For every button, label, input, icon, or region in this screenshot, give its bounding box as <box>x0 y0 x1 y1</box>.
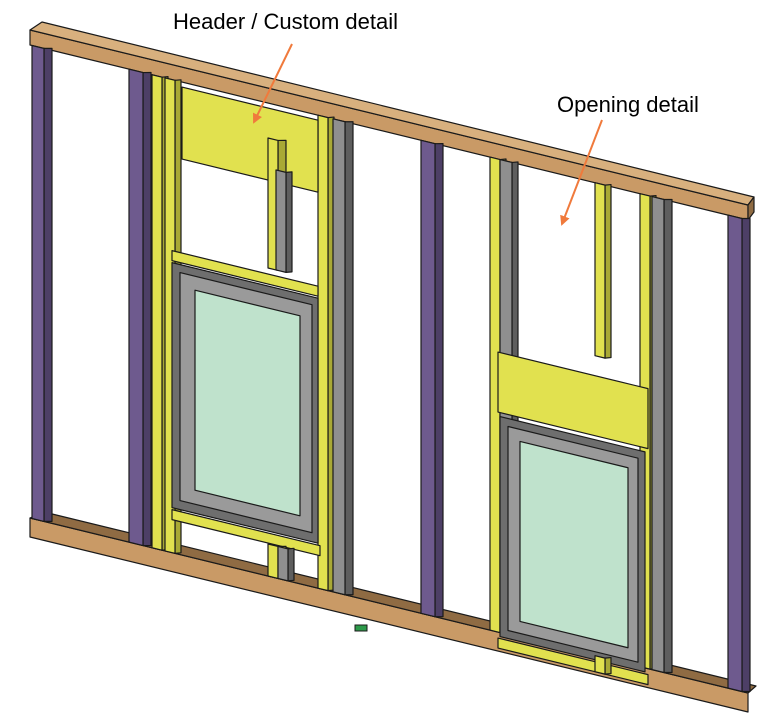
end-stud-right <box>727 214 743 693</box>
origin-marker <box>354 624 368 632</box>
left-window-sill <box>171 509 321 557</box>
end-stud-right-side <box>741 217 751 693</box>
top-plate-end <box>747 196 755 221</box>
left-header-sill <box>171 250 319 297</box>
header-custom-detail-label: Header / Custom detail <box>173 9 398 34</box>
right-upper-cripple-side <box>604 183 612 359</box>
left-jack-stud-inner <box>317 114 329 592</box>
right-lower-cripple <box>594 655 606 675</box>
right-opening-header <box>497 351 649 450</box>
left-lower-cripple <box>267 543 279 580</box>
left-lower-cripple-gray <box>277 545 289 582</box>
opening-detail-label: Opening detail <box>557 92 699 117</box>
left-lower-cripple-gray-side <box>287 547 295 582</box>
right-lower-cripple-side <box>604 656 612 675</box>
common-stud-2 <box>128 68 144 547</box>
left-window-glass <box>194 289 301 517</box>
left-cripple-gray-top <box>275 169 287 273</box>
right-king-stud-inner-side <box>663 198 673 674</box>
right-window-glass <box>519 440 629 649</box>
common-stud-mid-side <box>434 143 444 618</box>
end-stud-left <box>31 44 45 523</box>
right-king-stud-inner <box>651 195 665 674</box>
left-king-stud-outer <box>151 74 163 551</box>
right-upper-cripple <box>594 182 606 359</box>
end-stud-left-side <box>43 47 53 523</box>
left-king-stud-inner-side <box>344 121 354 596</box>
common-stud-mid <box>420 139 436 618</box>
left-king-stud-inner <box>332 118 346 596</box>
opening-callout-arrow <box>560 119 603 226</box>
header-callout-arrow <box>253 43 293 124</box>
left-cripple-gray-top-side <box>285 171 293 273</box>
common-stud-2-side <box>142 71 152 547</box>
